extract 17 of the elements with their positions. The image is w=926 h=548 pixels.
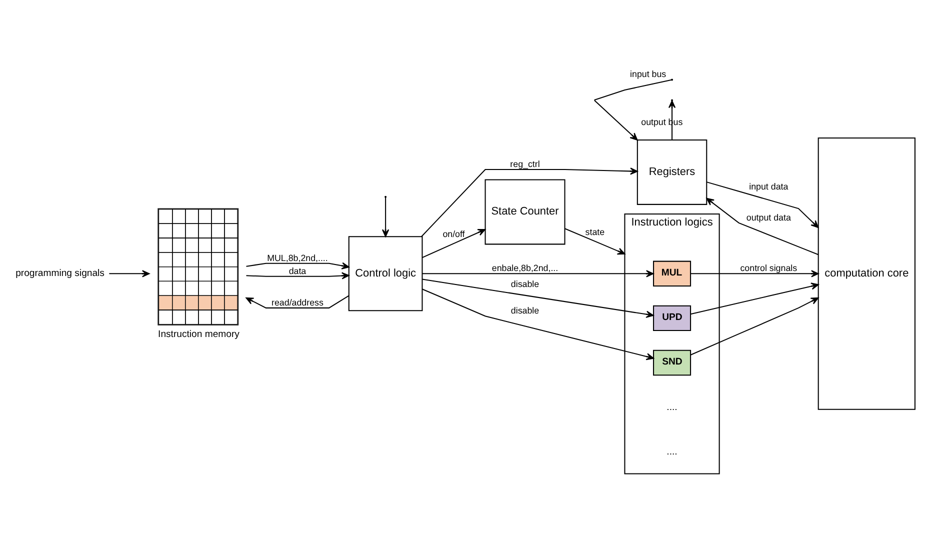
label: .... xyxy=(666,446,678,457)
edge-label: on/off xyxy=(442,228,465,238)
edge-label: input data xyxy=(749,181,788,192)
edge-label: read/address xyxy=(272,296,324,307)
node-text: programming signals xyxy=(16,268,104,279)
edge-label: reg_ctrl xyxy=(510,158,540,169)
edge-label: disable xyxy=(510,305,540,316)
edge-label: control signals xyxy=(740,262,798,273)
edge-label: output data xyxy=(746,212,791,222)
edge-label: disable xyxy=(510,278,540,288)
edge-label: data xyxy=(288,265,306,276)
edge-label: MUL,8b,2nd,.... xyxy=(267,252,328,262)
edge-label: input bus xyxy=(630,68,666,78)
edge-label: enbale,8b,2nd,... xyxy=(492,262,558,273)
edge-label: state xyxy=(585,226,605,236)
label: .... xyxy=(666,401,678,412)
node-label: Instruction memory xyxy=(158,328,240,340)
